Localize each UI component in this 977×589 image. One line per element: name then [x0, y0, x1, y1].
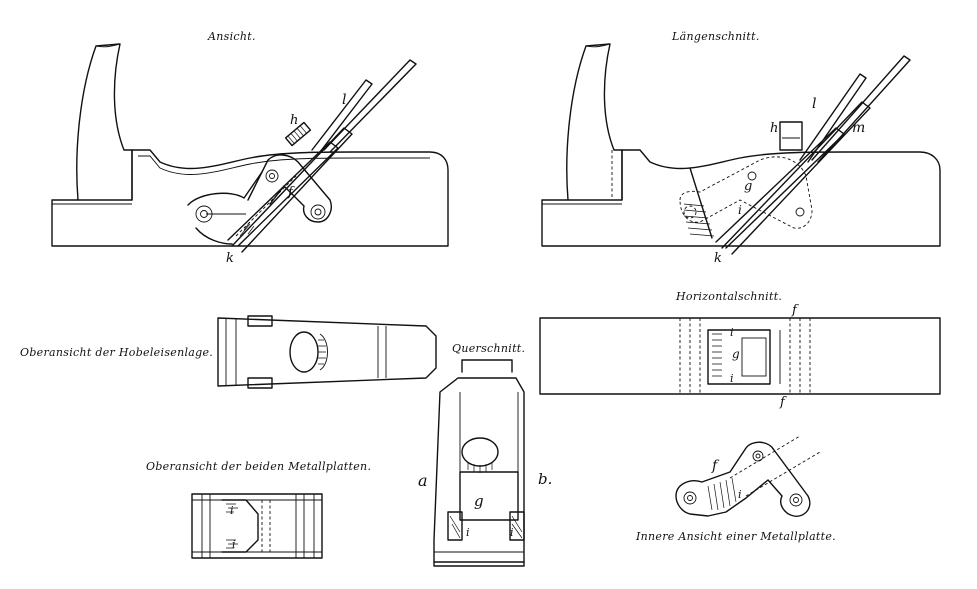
label-k-ansicht: k [226, 251, 234, 266]
caption-oberansicht-metallplatten: Oberansicht der beiden Metallplatten. [146, 460, 372, 473]
label-i-metallplatten-bottom: i [232, 538, 236, 551]
label-i-querschnitt-right: i [510, 526, 514, 539]
caption-querschnitt: Querschnitt. [452, 342, 526, 355]
label-k-laengs: k [714, 251, 722, 266]
label-h-laengs: h [770, 121, 778, 136]
hobeleisenlage-view [217, 315, 437, 389]
label-h-ansicht: h [290, 113, 298, 128]
label-g-horizontal: g [732, 347, 740, 361]
label-a-querschnitt: a [418, 471, 428, 490]
label-f-horizontal-top: f [791, 303, 799, 318]
label-g-querschnitt: g [474, 492, 484, 510]
label-i-horizontal-top: i [730, 326, 734, 339]
label-l-ansicht: l [342, 92, 346, 108]
label-f-horizontal-bottom: f [779, 395, 787, 410]
caption-ansicht: Ansicht. [208, 30, 256, 43]
laengenschnitt-view: h l m g i k [541, 43, 941, 266]
horizontalschnitt-view: f f g i i [539, 303, 941, 410]
caption-oberansicht-hobeleisenlage: Oberansicht der Hobeleisenlage. [20, 346, 214, 359]
label-i-laengs: i [738, 203, 742, 217]
label-i-horizontal-bottom: i [730, 372, 734, 385]
metallplatten-view: i i [191, 493, 323, 559]
querschnitt-view: g i i a b. [418, 359, 552, 567]
label-i-innere: i [738, 488, 742, 501]
label-g-laengs: g [744, 179, 752, 194]
caption-horizontalschnitt: Horizontalschnitt. [676, 290, 783, 303]
label-m-laengs: m [852, 120, 865, 136]
metallplatte-innere-view: f i [675, 435, 821, 517]
label-f-innere: f [711, 458, 720, 474]
label-l-laengs: l [812, 96, 816, 112]
caption-innere-ansicht: Innere Ansicht einer Metallplatte. [636, 530, 836, 543]
label-i-querschnitt-left: i [466, 526, 470, 539]
label-f-ansicht: f [287, 185, 295, 200]
label-i-metallplatten-top: i [230, 504, 234, 517]
label-b-querschnitt: b. [538, 470, 552, 488]
caption-laengenschnitt: Längenschnitt. [672, 30, 760, 43]
ansicht-view: h l f k [51, 43, 449, 266]
